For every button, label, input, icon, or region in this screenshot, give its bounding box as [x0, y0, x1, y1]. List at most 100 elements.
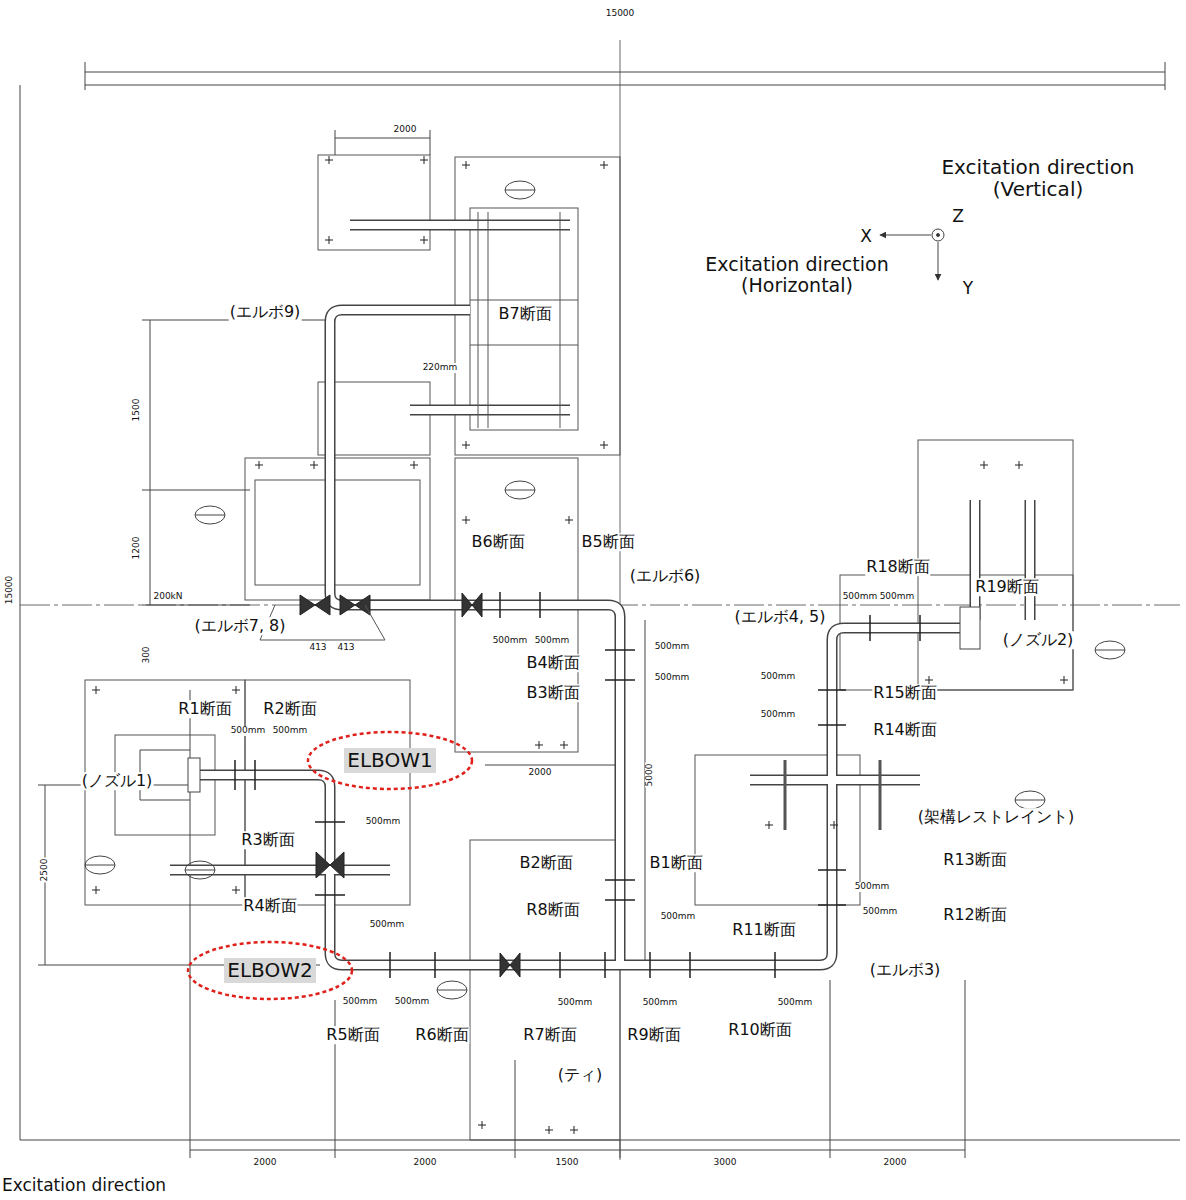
section-label: R2断面 [262, 700, 317, 718]
dimension-line [142, 320, 330, 605]
section-label: B4断面 [525, 654, 580, 672]
frame-line [20, 85, 1180, 1140]
section-label: R10断面 [727, 1021, 792, 1039]
dimension-label: 500mm [654, 642, 691, 652]
dimension-label: 500mm [760, 710, 797, 720]
dimension-label: 200kN [152, 592, 183, 602]
dimension-label: 5000 [645, 763, 655, 788]
platform-outlines [85, 155, 1073, 1140]
axis-label: Y [962, 279, 974, 298]
dimension-label: 2000 [883, 1158, 908, 1168]
axis-label: Z [951, 207, 965, 226]
dimension-label: 500mm [342, 997, 379, 1007]
excitation-note: Excitation direction [1, 1176, 167, 1195]
dimension-label: 1200 [132, 536, 142, 561]
section-label: R19断面 [974, 578, 1039, 596]
section-label: B7断面 [497, 305, 552, 323]
section-label: B6断面 [470, 533, 525, 551]
nozzle-symbol [960, 607, 980, 649]
dimension-label: 1500 [132, 398, 142, 423]
dimension-label: 2000 [413, 1158, 438, 1168]
dimension-label: 500mm [365, 817, 402, 827]
dimension-label: 500mm [854, 882, 891, 892]
section-tick [235, 592, 920, 978]
dashed-ellipse [308, 732, 472, 789]
section-label: R3断面 [240, 831, 295, 849]
dimension-label: 500mm [760, 672, 797, 682]
dimension-label: 2000 [528, 768, 553, 778]
section-label: R14断面 [872, 721, 937, 739]
dimension-label: 500mm [369, 920, 406, 930]
dimension-label: 1500 [555, 1158, 580, 1168]
pipe-outline [170, 225, 1030, 965]
dimension-label: 500mm [654, 673, 691, 683]
part-note: (エルボ9) [229, 303, 302, 321]
part-note: (エルボ7, 8) [193, 617, 286, 635]
part-note: (エルボ4, 5) [733, 608, 826, 626]
dimension-label: 500mm [272, 726, 309, 736]
dimension-label: 500mm [642, 998, 679, 1008]
dimension-label: 500mm [557, 998, 594, 1008]
dimension-label: 500mm [394, 997, 431, 1007]
pipe-inner [170, 225, 1030, 965]
valve-symbol [300, 593, 520, 977]
dimension-label: 500mm [534, 636, 571, 646]
section-label: B3断面 [525, 684, 580, 702]
dashed-ellipse [188, 942, 352, 999]
section-label: R9断面 [626, 1026, 681, 1044]
dimension-label: 500mm [862, 907, 899, 917]
section-label: R15断面 [872, 684, 937, 702]
section-label: R7断面 [522, 1026, 577, 1044]
dimension-label: 15000 [5, 575, 15, 606]
section-label: B2断面 [518, 854, 573, 872]
dimension-line [190, 690, 965, 1158]
section-label: R1断面 [177, 700, 232, 718]
dimension-label: 500mm [777, 998, 814, 1008]
bolt-mark [92, 156, 1068, 1134]
view-symbol [85, 181, 1125, 999]
dimension-label: 2500 [40, 858, 50, 883]
part-note: (ノズル1) [81, 772, 154, 790]
dimension-label: 15000 [605, 9, 636, 19]
dimension-label: 413 [308, 643, 327, 653]
dimension-label: 500mm [660, 912, 697, 922]
dimension-label: 500mm [842, 592, 879, 602]
section-label: R12断面 [942, 906, 1007, 924]
part-note: (ノズル2) [1002, 631, 1075, 649]
frame-member [470, 212, 578, 428]
axis-origin [937, 234, 940, 237]
section-label: R5断面 [325, 1026, 380, 1044]
section-label: B1断面 [648, 854, 703, 872]
callout-text: ELBOW1 [344, 748, 435, 773]
section-label: R8断面 [525, 901, 580, 919]
dimension-label: 413 [336, 643, 355, 653]
dimension-label: 220mm [422, 363, 459, 373]
part-note: (エルボ3) [869, 961, 942, 979]
callout-text: ELBOW2 [224, 958, 315, 983]
dimension-label: 2000 [393, 125, 418, 135]
excitation-note: Excitation direction (Vertical) [922, 156, 1154, 200]
dimension-label: 3000 [713, 1158, 738, 1168]
dimension-label: 2000 [253, 1158, 278, 1168]
dimension-label: 300 [142, 645, 152, 664]
callout-ellipse: ELBOW2 [186, 940, 354, 1001]
excitation-note: Excitation direction (Horizontal) [686, 254, 908, 296]
dimension-label: 500mm [492, 636, 529, 646]
section-label: R11断面 [731, 921, 796, 939]
frame-line [85, 85, 1165, 86]
part-note: (エルボ6) [629, 567, 702, 585]
dimension-label: 500mm [230, 726, 267, 736]
callout-ellipse: ELBOW1 [306, 730, 474, 791]
section-label: R18断面 [865, 558, 930, 576]
part-note: (架構レストレイント) [917, 808, 1075, 826]
nozzle-symbol [188, 758, 200, 792]
dimension-line [85, 62, 1165, 90]
axis-arrow [938, 242, 939, 280]
restraint-member [785, 760, 880, 830]
axis-origin [932, 229, 944, 241]
axis-label: X [859, 227, 873, 246]
part-note: (ティ) [557, 1066, 603, 1084]
section-label: R13断面 [942, 851, 1007, 869]
section-label: R4断面 [242, 897, 297, 915]
